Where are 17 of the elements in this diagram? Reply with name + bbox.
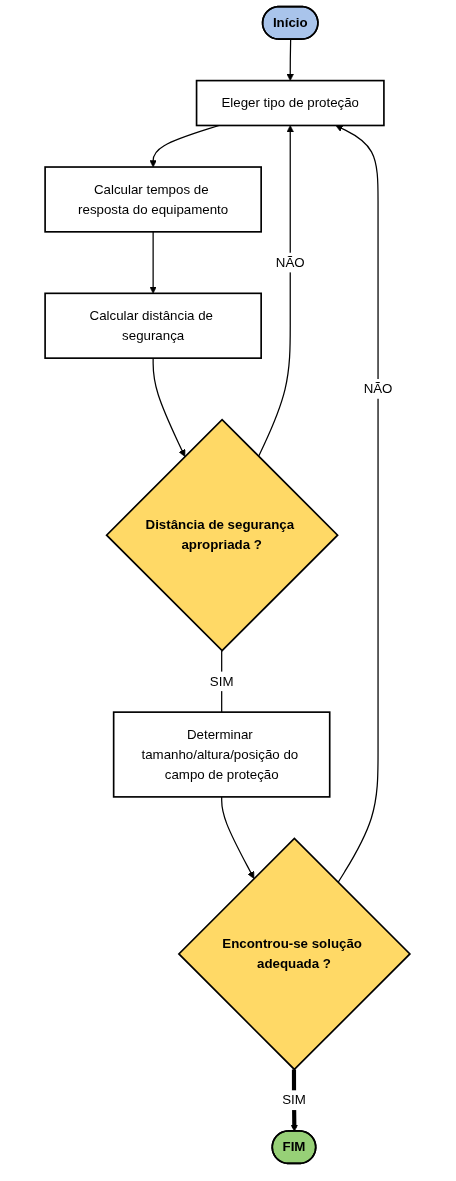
arrow bbox=[257, 125, 294, 458]
arrow bbox=[335, 125, 379, 884]
arrow bbox=[221, 796, 255, 879]
node-box: Calcular tempos de resposta do equipamento bbox=[44, 166, 262, 233]
node-diamond: Encontrou-se solução adequada ? bbox=[177, 837, 412, 1071]
edge-label: SIM bbox=[282, 1092, 306, 1107]
node-diamond: Distância de segurança apropriada ? bbox=[105, 418, 339, 652]
arrow bbox=[290, 1069, 298, 1132]
node-box: Determinar tamanho/altura/posição do campo de proteção bbox=[112, 711, 331, 798]
arrow bbox=[149, 231, 157, 294]
edge-label: SIM bbox=[209, 673, 234, 689]
node-box: Calcular distância de segurança bbox=[44, 292, 262, 359]
arrow bbox=[286, 38, 294, 81]
arrow bbox=[152, 357, 186, 457]
edge-label: NÃO bbox=[275, 255, 305, 270]
node-box: Eleger tipo de proteção bbox=[195, 79, 385, 127]
edge-label: NÃO bbox=[363, 381, 393, 396]
